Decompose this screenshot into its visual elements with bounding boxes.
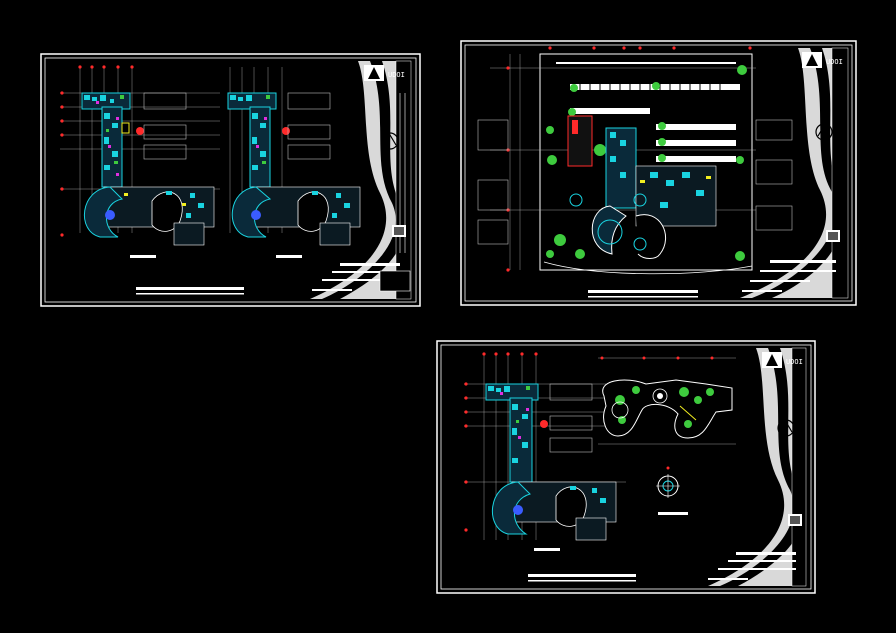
svg-text:UDOI: UDOI	[786, 358, 803, 366]
floor-plan-left[interactable]	[81, 92, 215, 258]
sheet-2-title	[588, 290, 698, 298]
sheet-1-logo: UDOI	[364, 65, 405, 81]
drawing-sheet-2[interactable]: UDOI	[460, 40, 857, 306]
north-arrow-icon	[777, 419, 795, 437]
sheet-3-logo: UDOI	[762, 352, 803, 368]
drawing-sheet-3[interactable]: UDOI	[436, 340, 816, 594]
drawing-sheet-1[interactable]: UDOI	[40, 53, 421, 307]
logo-text: UDOI	[388, 71, 405, 79]
sheet-frame-inner	[44, 57, 417, 303]
sheet-frame-outer	[40, 53, 421, 307]
plan-label-left	[130, 255, 156, 258]
site-plan[interactable]	[477, 46, 793, 275]
sheet-3-title	[528, 574, 636, 582]
detail-plan-roof[interactable]	[598, 356, 736, 445]
sheet-1-canvas: UDOI	[40, 53, 421, 307]
sheet-2-logo: UDOI	[802, 52, 843, 68]
north-arrow-icon	[815, 123, 833, 141]
detail-plan-circular[interactable]	[656, 466, 688, 516]
sheet-1-title	[136, 287, 244, 295]
north-arrow-icon	[381, 132, 399, 150]
sheet-3-canvas: UDOI	[436, 340, 816, 594]
svg-text:UDOI: UDOI	[826, 58, 843, 66]
floor-plan-main[interactable]	[464, 352, 626, 551]
floor-plan-right[interactable]	[227, 67, 361, 258]
plan-label-right	[276, 255, 302, 258]
sheet-2-canvas: UDOI	[460, 40, 857, 306]
